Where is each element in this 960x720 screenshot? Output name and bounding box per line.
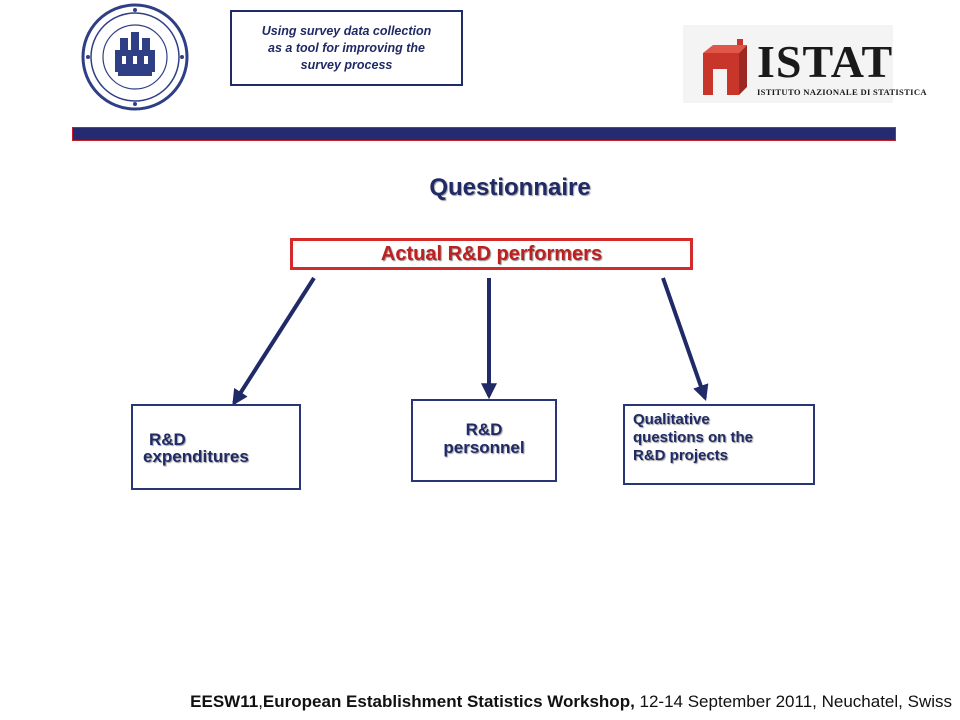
node-line: Qualitative [633,411,710,428]
node-line: expenditures [143,447,249,466]
page-heading: Questionnaire [429,174,591,201]
footer-details: 12-14 September 2011, Neuchatel, Swiss [634,692,952,711]
header-divider [72,127,896,141]
root-node: Actual R&D performers [290,238,693,270]
header-title: Using survey data collection as a tool f… [262,23,432,74]
footer-event-name: European Establishment Statistics Worksh… [262,692,635,711]
child-node-expenditures: R&D expenditures [131,404,301,490]
university-seal-icon [80,2,190,112]
footer-event-abbr: EESW11 [190,692,259,711]
root-node-label: Actual R&D performers [380,242,603,265]
header-title-line: Using survey data collection [261,23,432,38]
footer: EESW11,European Establishment Statistics… [190,692,952,711]
istat-logo: ISTAT ISTITUTO NAZIONALE DI STATISTICA [683,25,927,103]
header-title-line: survey process [300,57,393,72]
node-line: R&D [149,430,186,449]
arrow-to-qualitative [661,277,709,402]
child-node-personnel: R&D personnel [411,399,557,482]
node-line: questions on the [633,429,753,446]
child-node-qualitative: Qualitative questions on the R&D project… [623,404,815,485]
header-title-line: as a tool for improving the [268,40,425,55]
arrow-to-expenditures [232,276,316,406]
istat-cube-icon [697,39,747,99]
header-title-box: Using survey data collection as a tool f… [230,10,463,86]
node-line: personnel [443,438,525,457]
istat-wordmark: ISTAT [757,36,894,87]
node-line: R&D [465,420,503,439]
node-line: R&D projects [633,447,729,464]
istat-subtitle: ISTITUTO NAZIONALE DI STATISTICA [757,87,927,97]
